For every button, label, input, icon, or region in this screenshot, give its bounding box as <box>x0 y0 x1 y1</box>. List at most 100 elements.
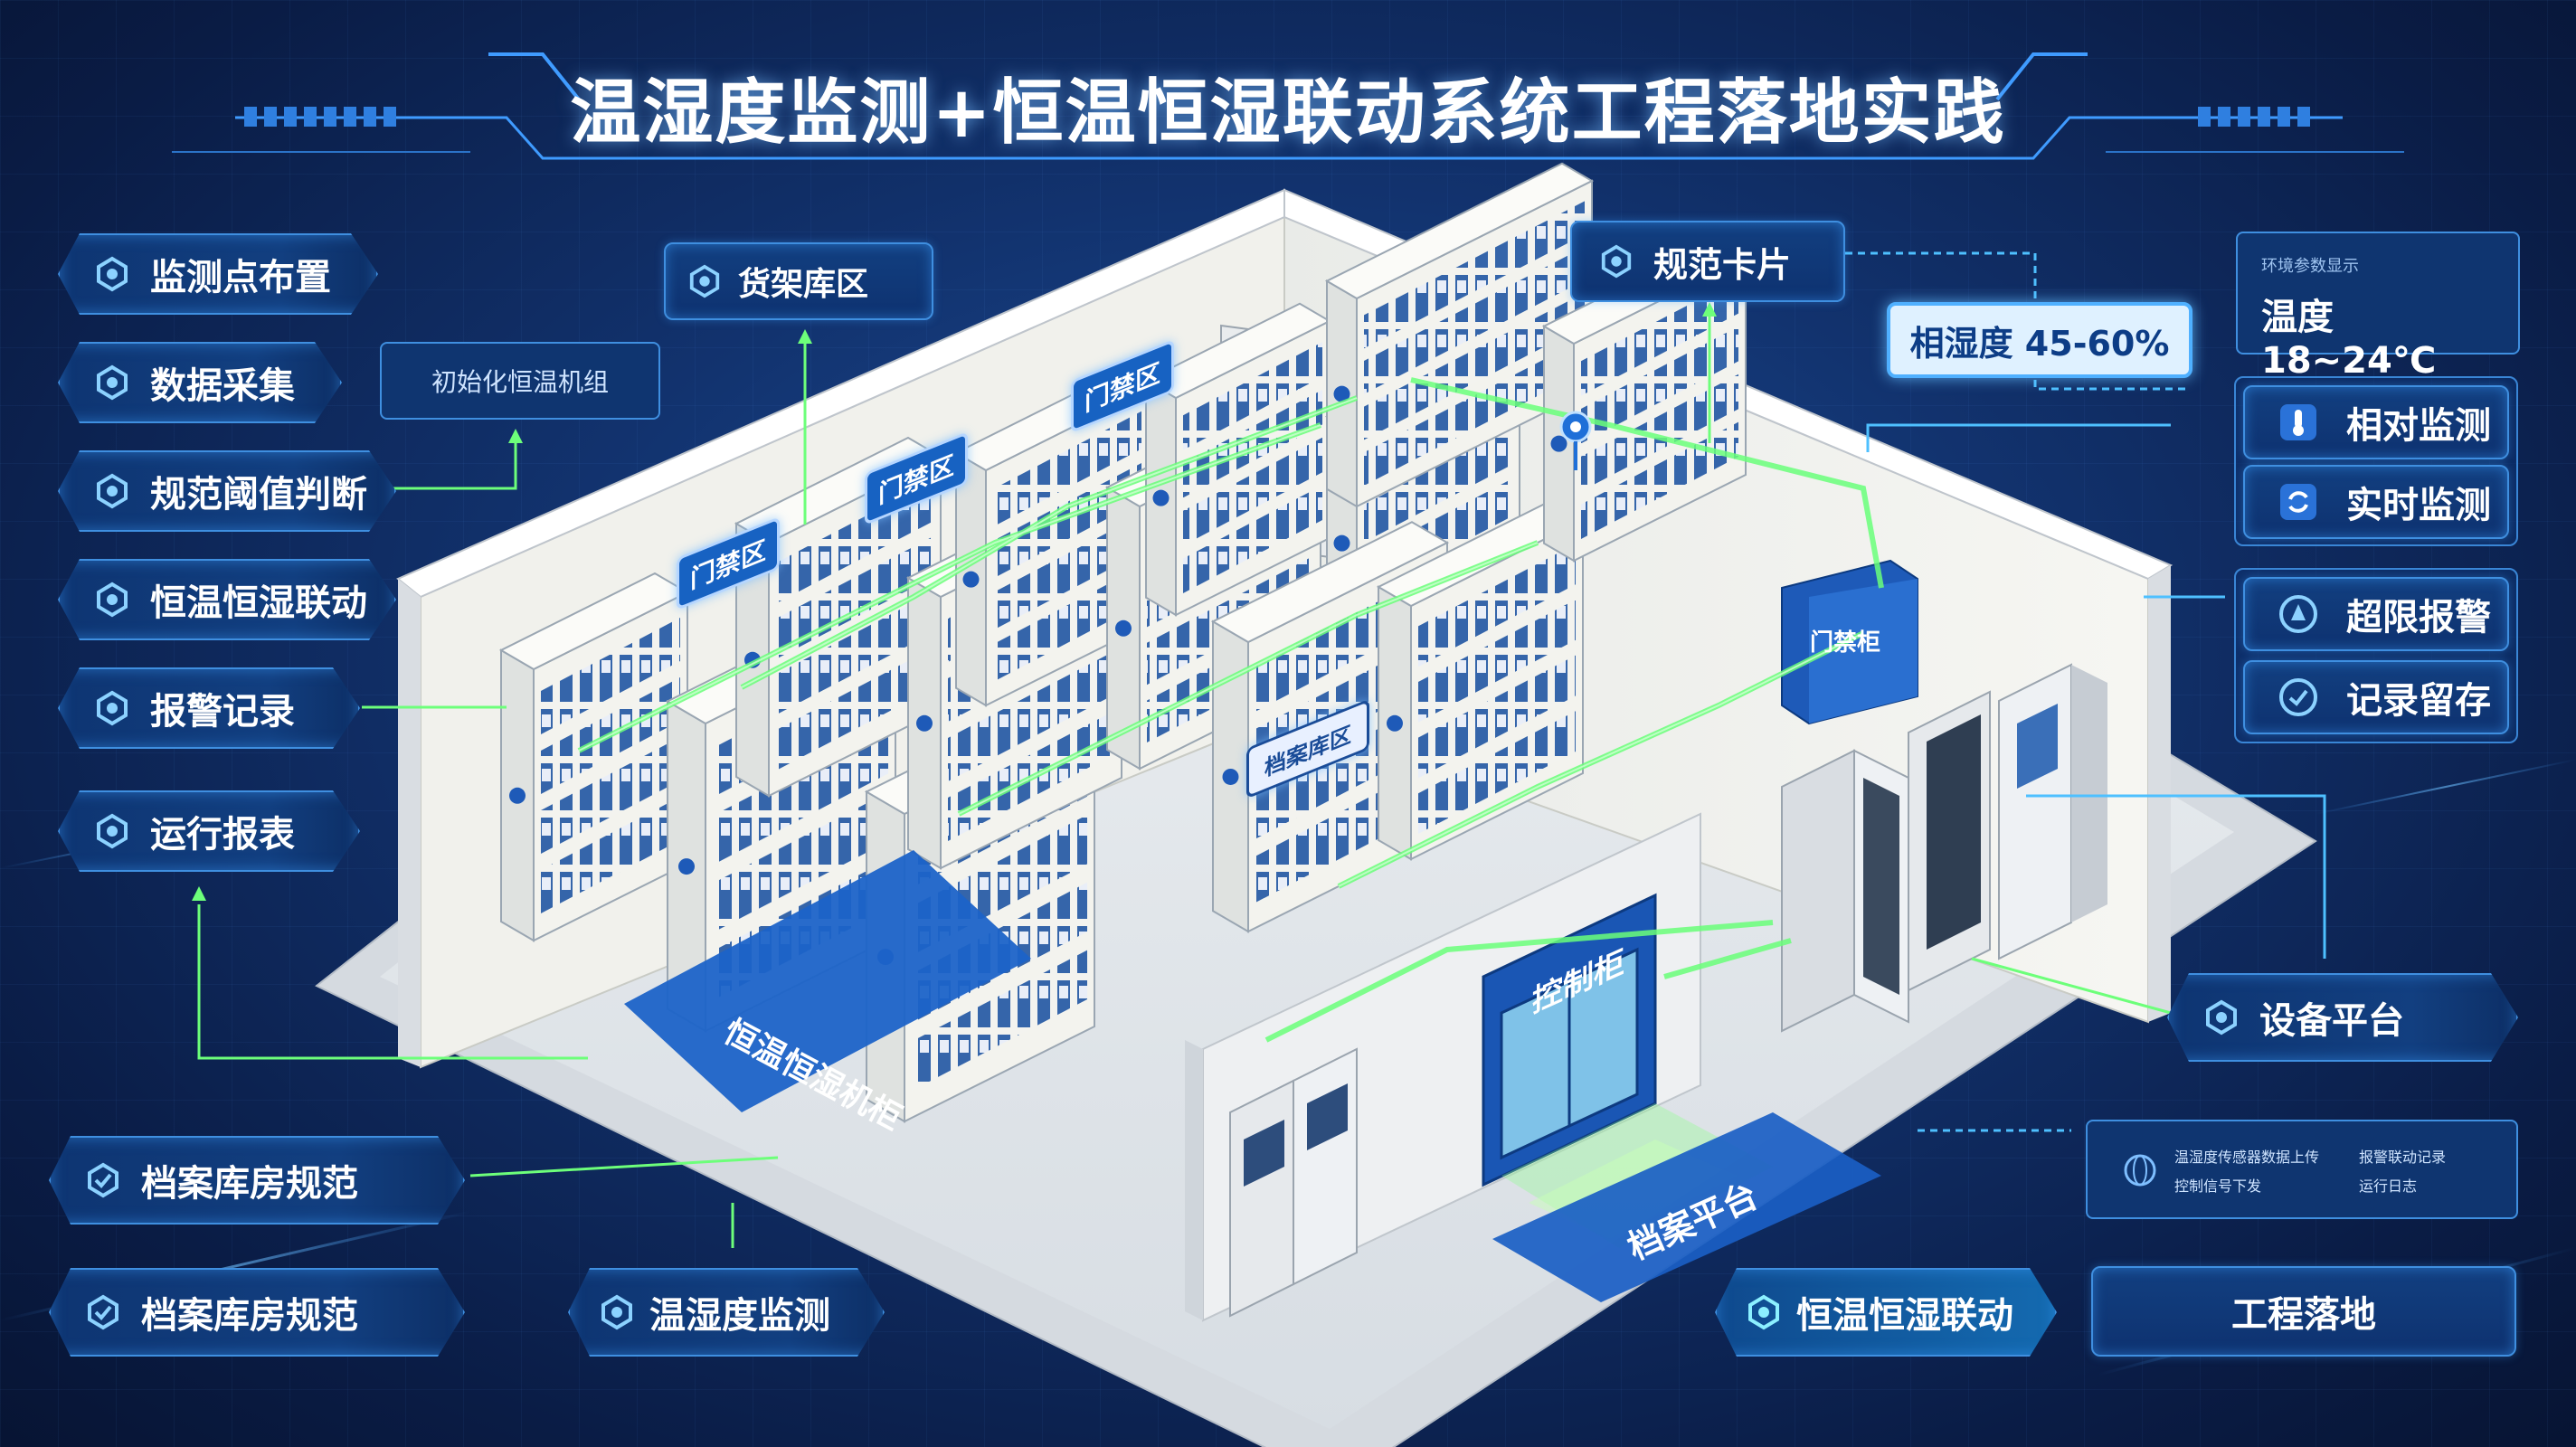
shelf-badge-icon <box>1115 619 1132 637</box>
title-decoration <box>172 52 2404 160</box>
shield-icon <box>85 1294 121 1330</box>
binder-row <box>1364 201 1585 349</box>
legend-row-1: 温湿度传感器数据上传 <box>2174 1149 2320 1166</box>
left-menu-item-4[interactable]: 恒温恒湿联动 <box>58 559 396 640</box>
left-menu-item-3[interactable]: 规范阈值判断 <box>58 450 396 532</box>
archive-spec-button-1[interactable]: 档案库房规范 <box>49 1136 465 1225</box>
linkage-button[interactable]: 恒温恒湿联动 <box>1715 1268 2057 1357</box>
temperature-caption: 环境参数显示 <box>2261 257 2359 276</box>
shield-icon <box>1601 244 1632 279</box>
binder-row <box>1183 390 1322 498</box>
sync-icon <box>2280 484 2316 520</box>
binder-row <box>1183 485 1322 593</box>
binder-row <box>993 566 1141 682</box>
front-left-cabinets <box>1229 1047 1358 1318</box>
legend-row-4: 运行日志 <box>2359 1177 2418 1195</box>
left-menu-label-3: 规范阈值判断 <box>150 474 367 515</box>
archive-spec-label-2: 档案库房规范 <box>141 1295 358 1337</box>
shield-icon <box>1746 1294 1782 1330</box>
sensor-pin-icon <box>1559 411 1592 470</box>
device-platform-label: 设备平台 <box>2259 1000 2404 1042</box>
right-menu-label-3: 超限报警 <box>2346 597 2491 638</box>
shield-icon <box>689 264 720 298</box>
globe-icon <box>2124 1154 2156 1187</box>
shield-icon <box>2203 999 2240 1036</box>
right-menu-item-2[interactable]: 实时监测 <box>2243 465 2509 539</box>
shelf-badge-icon <box>1222 768 1239 785</box>
binder-row <box>776 648 933 771</box>
link-lines-thin <box>578 397 1864 887</box>
shelf-badge-icon <box>1550 435 1567 452</box>
shield-icon <box>94 813 130 849</box>
legend-row-3: 控制信号下发 <box>2174 1177 2262 1195</box>
binder-row <box>948 651 1114 781</box>
shelf-zone-callout[interactable]: 货架库区 <box>664 242 933 320</box>
archive-spec-button-2[interactable]: 档案库房规范 <box>49 1268 465 1357</box>
left-menu-label-1: 监测点布置 <box>150 257 331 298</box>
binder-row <box>776 591 933 715</box>
legend-panel: 温湿度传感器数据上传 报警联动记录 控制信号下发 运行日志 <box>2086 1120 2518 1219</box>
left-menu-label-4: 恒温恒湿联动 <box>150 582 367 624</box>
monitor-button[interactable]: 温湿度监测 <box>568 1268 885 1357</box>
shield-icon <box>94 256 130 292</box>
binder-row <box>1418 711 1576 834</box>
project-label: 工程落地 <box>2231 1294 2376 1336</box>
temperature-panel: 环境参数显示 温度 18~24℃ <box>2236 232 2520 382</box>
floor-stripe <box>624 850 1031 1112</box>
shield-icon <box>94 364 130 401</box>
alarm-icon <box>2279 595 2317 633</box>
archive-spec-label-1: 档案库房规范 <box>141 1163 358 1205</box>
spec-card-callout[interactable]: 规范卡片 <box>1570 221 1845 302</box>
binder-row <box>1364 427 1512 543</box>
right-menu-item-4[interactable]: 记录留存 <box>2243 660 2509 734</box>
binder-row <box>912 950 1087 1091</box>
left-menu-item-6[interactable]: 运行报表 <box>58 790 360 872</box>
left-menu-item-5[interactable]: 报警记录 <box>58 667 360 749</box>
left-menu-item-1[interactable]: 监测点布置 <box>58 233 378 315</box>
shelf-badge-icon <box>678 858 695 875</box>
shelf-top <box>1324 162 1595 300</box>
device-platform-button[interactable]: 设备平台 <box>2167 973 2518 1062</box>
left-menu-item-2[interactable]: 数据采集 <box>58 342 342 423</box>
spec-card-label: 规范卡片 <box>1653 244 1792 285</box>
shield-icon <box>94 690 130 726</box>
binder-row <box>1418 600 1576 723</box>
binder-row <box>1364 338 1585 486</box>
binder-row <box>993 515 1141 630</box>
title-bar: 温湿度监测+恒温恒湿联动系统工程落地实践 <box>507 36 2069 154</box>
project-button[interactable]: 工程落地 <box>2091 1266 2516 1357</box>
shelf-top <box>1210 521 1450 644</box>
left-menu-label-5: 报警记录 <box>150 691 295 733</box>
shelf-badge-icon <box>916 714 933 732</box>
legend-row-2: 报警联动记录 <box>2359 1149 2447 1166</box>
page-title: 温湿度监测+恒温恒湿联动系统工程落地实践 <box>570 72 2006 154</box>
binder-row <box>1364 292 1585 440</box>
small-unit-callout: 初始化恒温机组 <box>380 342 660 420</box>
binder-row <box>1418 655 1576 779</box>
right-menu-label-2: 实时监测 <box>2346 485 2491 526</box>
server-racks <box>1781 663 2107 1033</box>
binder-row <box>541 737 680 854</box>
shelf-zone-label: 货架库区 <box>738 266 869 303</box>
binder-row <box>541 618 680 734</box>
shield-icon <box>85 1162 121 1198</box>
right-menu-item-3[interactable]: 超限报警 <box>2243 577 2509 651</box>
left-menu-label-6: 运行报表 <box>150 814 295 856</box>
binder-row <box>1364 247 1585 394</box>
binder-row <box>541 797 680 913</box>
binder-row <box>1418 544 1576 667</box>
binder-row <box>1581 279 1738 396</box>
linkage-label: 恒温恒湿联动 <box>1796 1295 2013 1337</box>
ac-unit-label: 门禁柜 <box>1809 629 1880 657</box>
shelf-badge-icon <box>962 571 980 588</box>
binder-row <box>1581 374 1738 492</box>
shelf-badge-icon <box>1333 385 1350 402</box>
shelf-badge-icon <box>1152 489 1170 506</box>
thermometer-icon <box>2280 404 2316 440</box>
shelf-badge-icon <box>509 787 526 804</box>
right-menu-item-1[interactable]: 相对监测 <box>2243 385 2509 459</box>
right-menu-label-4: 记录留存 <box>2346 680 2491 722</box>
right-menu-label-1: 相对监测 <box>2346 405 2491 447</box>
monitor-label: 温湿度监测 <box>649 1295 830 1337</box>
temperature-value: 温度 18~24℃ <box>2261 297 2437 382</box>
